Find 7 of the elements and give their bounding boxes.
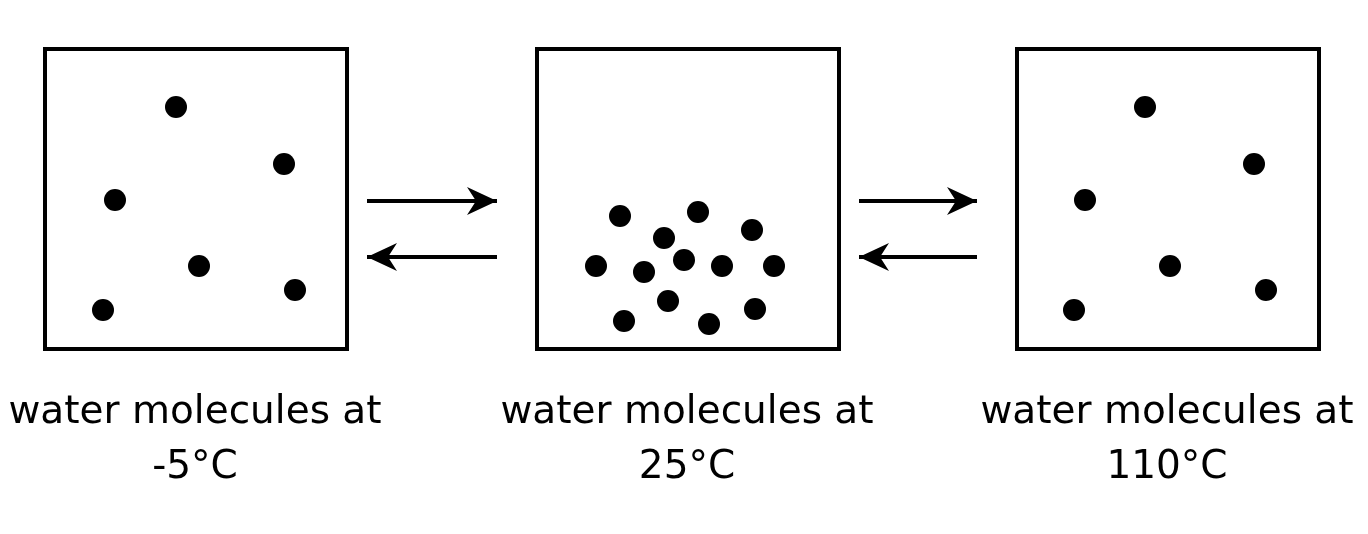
caption-text: water molecules at -5°C xyxy=(7,386,383,489)
caption-text: water molecules at 110°C xyxy=(979,386,1355,489)
arrow xyxy=(367,187,497,215)
arrow xyxy=(859,187,977,215)
arrow xyxy=(367,243,497,271)
caption-text: water molecules at 25°C xyxy=(499,386,875,489)
arrow xyxy=(859,243,977,271)
